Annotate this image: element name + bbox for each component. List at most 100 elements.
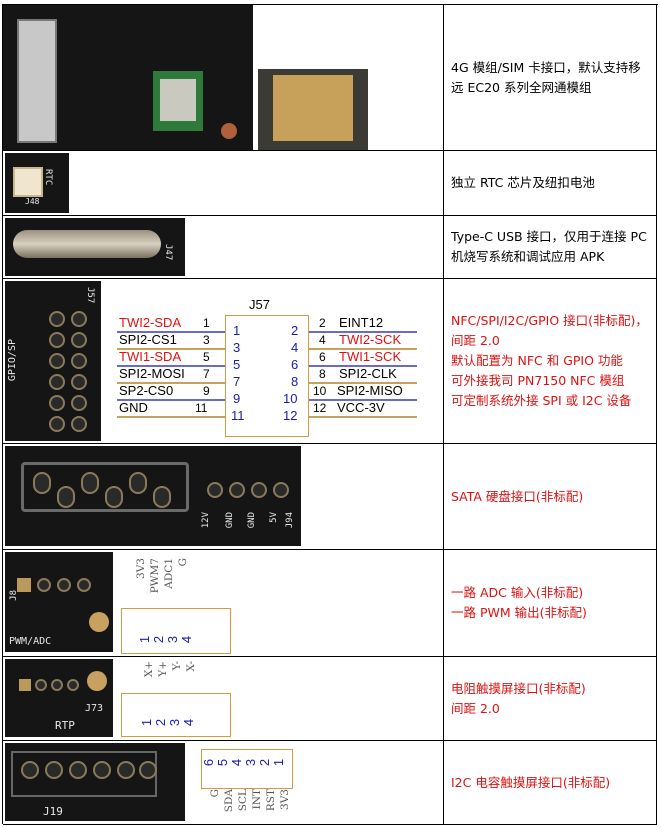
- pin-hole: [71, 353, 87, 369]
- pin-label: INT: [251, 789, 263, 810]
- pin-hole: [51, 679, 63, 691]
- pin-number: 1: [271, 758, 287, 767]
- pin-label: Y-: [171, 661, 183, 671]
- desc-line: 电阻触摸屏接口(非标配): [451, 680, 586, 696]
- pin-hole: [17, 578, 31, 592]
- silk-j47: J47: [163, 244, 173, 261]
- left-pin-number: 7: [203, 367, 210, 381]
- inner-right-pin: 8: [291, 374, 299, 389]
- pin-label: SCL: [237, 789, 249, 812]
- pin-number: 2: [153, 718, 169, 727]
- silk-j94: J94: [285, 512, 295, 529]
- power-hole: [273, 482, 289, 498]
- pin-number: 2: [257, 758, 273, 767]
- left-pin-number: 3: [203, 333, 210, 347]
- silk-rtp: RTP: [55, 719, 75, 732]
- pin-hole: [117, 761, 135, 779]
- pin-hole: [49, 416, 65, 432]
- pin-label: 3V3: [135, 558, 147, 579]
- table-row: RTC J48 独立 RTC 芯片及纽扣电池: [3, 151, 657, 216]
- inner-left-pin: 7: [233, 374, 241, 389]
- power-hole: [229, 482, 245, 498]
- inner-right-pin: 10: [283, 391, 298, 406]
- pin-number: 4: [181, 718, 197, 727]
- pin-label: G: [209, 789, 221, 798]
- pin-label: Y+: [157, 661, 169, 677]
- desc-rtc: 独立 RTC 芯片及纽扣电池: [444, 151, 657, 215]
- inner-right-pin: 2: [291, 323, 299, 338]
- left-signal-label: SP2-CS0: [119, 383, 174, 398]
- inner-left-pin: 9: [233, 391, 241, 406]
- right-signal-label: EINT12: [339, 315, 384, 330]
- pin-hole: [45, 761, 63, 779]
- right-pin-number: 6: [319, 350, 326, 364]
- photo-typec: J47: [3, 216, 444, 278]
- right-pin-line: [309, 416, 417, 418]
- right-pin-line: [309, 331, 417, 333]
- desc-line: NFC/SPI/I2C/GPIO 接口(非标配)，: [451, 313, 648, 328]
- pin-hole: [37, 578, 51, 592]
- left-pin-number: 5: [203, 350, 210, 364]
- pin-label: G: [177, 558, 189, 567]
- pin-hole: [77, 578, 91, 592]
- desc-i2c: I2C 电容触摸屏接口(非标配): [444, 741, 657, 824]
- sata-hole: [81, 472, 99, 494]
- pin-label: SDA: [223, 789, 235, 813]
- desc-line: 机烧写系统和调试应用 APK: [451, 249, 605, 264]
- photo-rtc: RTC J48: [3, 151, 444, 215]
- desc-line: 4G 模组/SIM 卡接口，默认支持移: [451, 59, 641, 75]
- pin-label: RST: [265, 789, 277, 812]
- table-row: 4G 模组/SIM 卡接口，默认支持移 远 EC20 系列全网通模组: [3, 5, 657, 151]
- left-pin-line: [117, 331, 225, 333]
- connector-outline: [121, 608, 231, 654]
- desc-nfc: NFC/SPI/I2C/GPIO 接口(非标配)， 间距 2.0 默认配置为 N…: [444, 279, 657, 443]
- sata-hole: [105, 486, 123, 508]
- inner-right-pin: 6: [291, 357, 299, 372]
- right-pin-number: 4: [319, 333, 326, 347]
- pin-hole: [71, 395, 87, 411]
- left-signal-label: SPI2-CS1: [119, 332, 177, 347]
- photo-sata: 12V GND GND 5V J94: [3, 444, 444, 549]
- right-signal-label: SPI2-CLK: [339, 366, 397, 381]
- pin-label: 3V3: [279, 789, 291, 810]
- pin-hole: [21, 761, 39, 779]
- pin-hole: [49, 395, 65, 411]
- pin-hole: [57, 578, 71, 592]
- pin-number: 4: [229, 758, 245, 767]
- desc-line: 间距 2.0: [451, 700, 500, 716]
- pin-number: 1: [137, 635, 153, 644]
- inner-right-pin: 12: [283, 408, 298, 423]
- desc-line: 默认配置为 NFC 和 GPIO 功能: [451, 353, 623, 368]
- left-pin-line: [117, 348, 225, 350]
- sata-hole: [33, 472, 51, 494]
- desc-4g: 4G 模组/SIM 卡接口，默认支持移 远 EC20 系列全网通模组: [444, 5, 657, 150]
- left-signal-label: TWI1-SDA: [119, 349, 182, 364]
- silk-pwm-adc: PWM/ADC: [9, 636, 52, 647]
- left-pin-line: [117, 416, 225, 418]
- pin-label: ADC1: [163, 558, 175, 589]
- left-pin-line: [117, 365, 225, 367]
- desc-line: 一路 ADC 输入(非标配): [451, 585, 584, 600]
- pin-hole: [71, 311, 87, 327]
- pin-number: 1: [139, 718, 155, 727]
- desc-line: 一路 PWM 输出(非标配): [451, 605, 587, 620]
- desc-line: 间距 2.0: [451, 333, 500, 348]
- pin-number: 3: [243, 758, 259, 767]
- desc-line: 可外接我司 PN7150 NFC 模组: [451, 373, 625, 388]
- silk-j73: J73: [85, 703, 104, 714]
- photo-4g-module: [3, 5, 444, 150]
- silk-j19: J19: [43, 805, 63, 818]
- pin-hole: [69, 761, 87, 779]
- pin-hole: [67, 679, 79, 691]
- desc-sata: SATA 硬盘接口(非标配): [444, 444, 657, 549]
- left-pin-number: 9: [203, 384, 210, 398]
- inner-left-pin: 5: [233, 357, 241, 372]
- connector-table: 4G 模组/SIM 卡接口，默认支持移 远 EC20 系列全网通模组 RTC J…: [2, 4, 658, 825]
- power-hole: [251, 482, 267, 498]
